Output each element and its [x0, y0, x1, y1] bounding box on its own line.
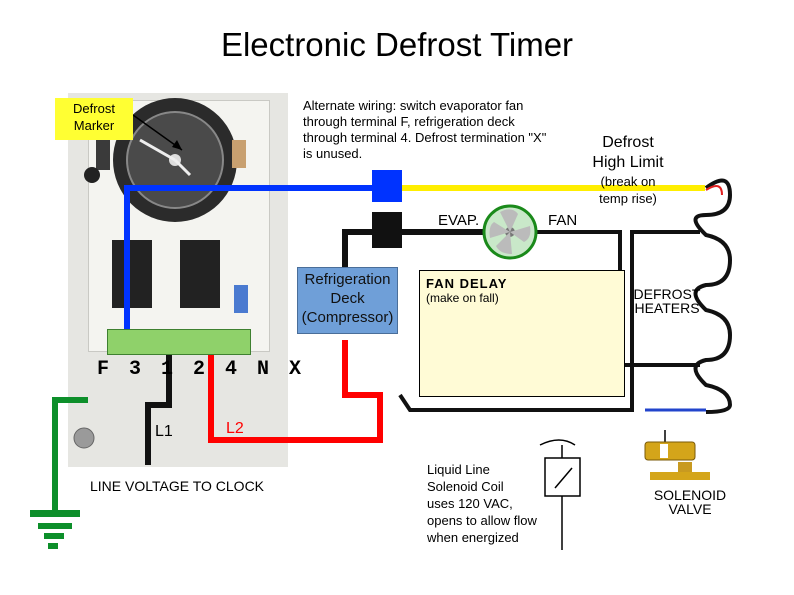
- defrost-heater-coil: [693, 178, 733, 414]
- l1-label: L1: [155, 423, 173, 440]
- terminal-labels: F 3 1 2 4 N X: [97, 358, 306, 381]
- terminal-strip: [107, 329, 251, 355]
- alternate-note-line2: through terminal F, refrigeration deck: [303, 114, 515, 129]
- l2-label: L2: [226, 420, 244, 437]
- solenoid-note-line4: opens to allow flow: [427, 513, 537, 528]
- deck-line2: Deck: [330, 290, 365, 307]
- solenoid-note: Liquid Line Solenoid Coil uses 120 VAC, …: [427, 461, 537, 546]
- black-wire-l1: [145, 345, 172, 465]
- high-limit-note1: (break on: [600, 174, 656, 189]
- defrost-heaters-label: DEFROST HEATERS: [630, 287, 704, 315]
- defrost-marker-line2: Marker: [73, 118, 115, 133]
- diagram-title: Electronic Defrost Timer: [220, 26, 574, 63]
- refrigeration-deck-box: Refrigeration Deck (Compressor): [297, 267, 398, 334]
- fan-label: FAN: [548, 212, 578, 229]
- deck-line1: Refrigeration: [304, 271, 391, 288]
- solenoid-note-line3: uses 120 VAC,: [427, 496, 513, 511]
- defrost-marker-line1: Defrost: [73, 101, 115, 116]
- heaters-line2: HEATERS: [634, 300, 700, 316]
- ground-wire: [52, 397, 88, 510]
- high-limit-line2: High Limit: [592, 154, 664, 171]
- solenoid-switch-icon: [544, 457, 581, 497]
- solenoid-valve-line1: SOLENOID: [653, 487, 727, 503]
- relay-1: [112, 240, 152, 308]
- alternate-note-line4: is unused.: [303, 146, 363, 161]
- solenoid-valve-icon: [644, 441, 696, 461]
- alternate-wiring-note: Alternate wiring: switch evaporator fan …: [303, 98, 546, 162]
- solenoid-note-line5: when energized: [427, 530, 519, 545]
- heaters-line1: DEFROST: [633, 286, 701, 302]
- ground-symbol-icon: [30, 510, 80, 517]
- deck-line3: (Compressor): [301, 309, 394, 326]
- fan-delay-box: [419, 270, 625, 397]
- relay-2: [180, 240, 220, 308]
- high-limit-label: Defrost High Limit (break on temp rise): [578, 133, 678, 207]
- solenoid-valve-label: SOLENOID VALVE: [640, 488, 740, 516]
- evap-label: EVAP.: [438, 212, 480, 229]
- fan-delay-title: FAN DELAY: [426, 276, 508, 291]
- alternate-note-line3: through terminal 4. Defrost termination …: [303, 130, 547, 145]
- marker-arrow: [132, 114, 183, 151]
- defrost-marker-label: Defrost Marker: [55, 98, 133, 140]
- fan-delay-sub: (make on fall): [426, 291, 499, 305]
- solenoid-note-line2: Solenoid Coil: [427, 479, 504, 494]
- black-connector: [372, 212, 402, 248]
- blue-wire: [124, 185, 378, 345]
- alternate-note-line1: Alternate wiring: switch evaporator fan: [303, 98, 524, 113]
- line-voltage-clock-label: LINE VOLTAGE TO CLOCK: [90, 478, 265, 494]
- high-limit-note2: temp rise): [599, 191, 657, 206]
- red-wire-l2: [208, 340, 383, 443]
- solenoid-valve-line2: VALVE: [668, 501, 712, 517]
- high-limit-line1: Defrost: [602, 134, 654, 151]
- blue-connector: [372, 170, 402, 202]
- solenoid-note-line1: Liquid Line: [427, 462, 490, 477]
